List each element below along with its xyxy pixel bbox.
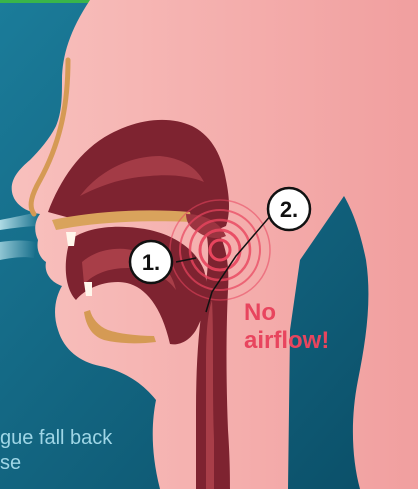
warning-line-1: No bbox=[244, 299, 276, 326]
marker-2-label: 2. bbox=[280, 197, 298, 222]
marker-1-label: 1. bbox=[142, 250, 160, 275]
airway-inner bbox=[206, 300, 214, 489]
caption-line-2: se bbox=[0, 451, 21, 476]
caption-line-1: gue fall back bbox=[0, 426, 112, 451]
warning-line-2: airflow! bbox=[244, 327, 329, 354]
marker-1: 1. bbox=[130, 241, 172, 283]
marker-2: 2. bbox=[268, 188, 310, 230]
